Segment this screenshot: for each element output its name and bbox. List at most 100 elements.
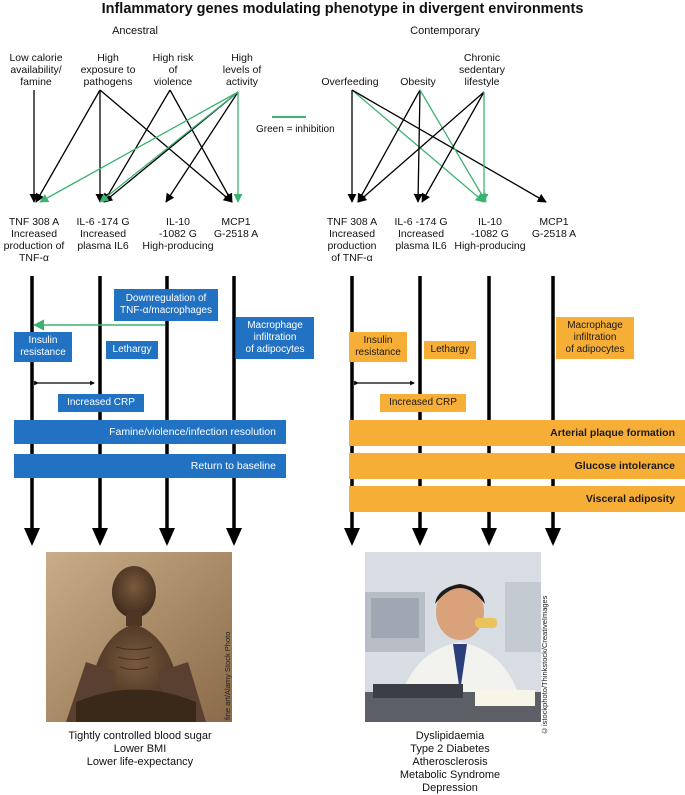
cause-line: levels of bbox=[222, 64, 262, 76]
outcome-line: Metabolic Syndrome bbox=[399, 769, 501, 781]
ancestral-heading: Ancestral bbox=[112, 25, 158, 37]
bar-arterial-plaque: Arterial plaque formation bbox=[349, 420, 685, 446]
gene-line: G-2518 A bbox=[531, 228, 577, 240]
gene-il6-ancestral: IL-6 -174 G Increased plasma IL6 bbox=[70, 216, 136, 252]
contemporary-cause-lines bbox=[347, 89, 547, 203]
gene-line: MCP1 bbox=[221, 216, 251, 228]
gene-line: TNF 308 A bbox=[8, 216, 60, 228]
gene-mcp1-contemporary: MCP1 G-2518 A bbox=[526, 216, 582, 240]
cause-line: High bbox=[231, 52, 253, 64]
gene-il10-contemporary: IL-10 -1082 G High-producing bbox=[452, 216, 528, 252]
photo-ancestral-man bbox=[46, 552, 232, 722]
cause-line: sedentary bbox=[458, 64, 506, 76]
cause-line: pathogens bbox=[83, 76, 133, 88]
photo-credit-contemporary: ©istockphoto/Thinkstock/CreativeImages bbox=[540, 595, 549, 735]
box-line: Insulin bbox=[363, 335, 393, 346]
gene-line: plasma IL6 bbox=[395, 240, 447, 252]
gene-line: MCP1 bbox=[539, 216, 569, 228]
box-line: Insulin bbox=[28, 335, 58, 346]
contemporary-down-arrowheads bbox=[344, 528, 561, 546]
gene-line: IL-10 bbox=[166, 216, 190, 228]
cause-line: lifestyle bbox=[464, 76, 500, 88]
cause-line: violence bbox=[153, 76, 193, 88]
ancestral-down-arrowheads bbox=[24, 528, 242, 546]
bar-return-baseline: Return to baseline bbox=[14, 454, 286, 478]
gene-line: plasma IL6 bbox=[77, 240, 129, 252]
box-line: Macrophage bbox=[247, 320, 303, 331]
box-line: of adipocytes bbox=[245, 344, 305, 355]
gene-line: High-producing bbox=[454, 240, 526, 252]
gene-line: Increased bbox=[397, 228, 445, 240]
bar-visceral-adiposity: Visceral adiposity bbox=[349, 486, 685, 512]
outcome-line: Lower life-expectancy bbox=[86, 756, 194, 768]
photo-ancestral-illustration bbox=[46, 552, 232, 722]
cause-line: famine bbox=[20, 76, 52, 88]
gene-line: Increased bbox=[79, 228, 127, 240]
cause-line: Overfeeding bbox=[321, 76, 379, 88]
gene-mcp1-ancestral: MCP1 G-2518 A bbox=[208, 216, 264, 240]
insulin-resistance-box-ancestral: Insulin resistance bbox=[14, 332, 72, 362]
lethargy-box-contemporary: Lethargy bbox=[424, 341, 476, 359]
contemporary-heading: Contemporary bbox=[410, 25, 480, 37]
cause-overfeeding: Overfeeding bbox=[318, 76, 382, 88]
box-line: resistance bbox=[20, 347, 66, 358]
diagram-title: Inflammatory genes modulating phenotype … bbox=[101, 1, 584, 17]
photo-credit-ancestral: fine art/Alamy Stock Photo bbox=[223, 631, 232, 720]
cause-line: of bbox=[168, 64, 178, 76]
box-line: resistance bbox=[355, 347, 401, 358]
box-line: Macrophage bbox=[567, 320, 623, 331]
photo-contemporary-illustration bbox=[365, 552, 541, 722]
cause-pathogens: High exposure to pathogens bbox=[70, 52, 146, 88]
outcome-line: Tightly controlled blood sugar bbox=[68, 730, 212, 742]
gene-il10-ancestral: IL-10 -1082 G High-producing bbox=[140, 216, 216, 252]
cause-line: Low calorie bbox=[9, 52, 63, 64]
gene-line: of TNF-α bbox=[331, 252, 373, 264]
cause-violence: High risk of violence bbox=[143, 52, 203, 88]
outcomes-contemporary: Dyslipidaemia Type 2 Diabetes Atheroscle… bbox=[360, 730, 540, 795]
gene-line: Increased bbox=[10, 228, 58, 240]
macrophage-box-contemporary: Macrophage infiltration of adipocytes bbox=[556, 317, 634, 359]
gene-line: -1082 G bbox=[471, 228, 509, 240]
gene-line: -1082 G bbox=[159, 228, 197, 240]
gene-line: IL-6 -174 G bbox=[394, 216, 448, 228]
legend-label: Green = inhibition bbox=[256, 124, 335, 135]
gene-line: TNF-α bbox=[19, 252, 49, 264]
cause-line: availability/ bbox=[10, 64, 62, 76]
gene-line: production of bbox=[3, 240, 65, 252]
cause-line: High risk bbox=[152, 52, 194, 64]
gene-line: IL-10 bbox=[478, 216, 502, 228]
cause-low-calorie: Low calorie availability/ famine bbox=[0, 52, 72, 88]
box-line: Downregulation of bbox=[125, 293, 207, 304]
gene-line: IL-6 -174 G bbox=[76, 216, 130, 228]
cause-line: High bbox=[97, 52, 119, 64]
gene-line: G-2518 A bbox=[213, 228, 259, 240]
gene-il6-contemporary: IL-6 -174 G Increased plasma IL6 bbox=[388, 216, 454, 252]
crp-box-contemporary: Increased CRP bbox=[380, 394, 466, 412]
box-line: infiltration bbox=[253, 332, 297, 343]
gene-line: production bbox=[327, 240, 377, 252]
box-line: of adipocytes bbox=[565, 344, 625, 355]
outcome-line: Dyslipidaemia bbox=[415, 730, 485, 742]
cause-obesity: Obesity bbox=[393, 76, 443, 88]
gene-line: High-producing bbox=[142, 240, 214, 252]
cause-line: exposure to bbox=[80, 64, 136, 76]
gene-tnf-contemporary: TNF 308 A Increased production of TNF-α bbox=[320, 216, 384, 264]
cause-activity: High levels of activity bbox=[212, 52, 272, 88]
cause-line: Chronic bbox=[463, 52, 501, 64]
box-line: TNF-α/macrophages bbox=[120, 305, 212, 316]
cause-line: Obesity bbox=[400, 76, 436, 88]
bar-glucose-intolerance: Glucose intolerance bbox=[349, 453, 685, 479]
outcome-line: Lower BMI bbox=[113, 743, 167, 755]
cause-line: activity bbox=[225, 76, 259, 88]
outcome-line: Atherosclerosis bbox=[412, 756, 488, 768]
gene-tnf-ancestral: TNF 308 A Increased production of TNF-α bbox=[0, 216, 68, 264]
photo-contemporary-man bbox=[365, 552, 541, 722]
cause-sedentary: Chronic sedentary lifestyle bbox=[450, 52, 514, 88]
gene-line: Increased bbox=[328, 228, 376, 240]
gene-line: TNF 308 A bbox=[326, 216, 378, 228]
insulin-resistance-box-contemporary: Insulin resistance bbox=[349, 332, 407, 362]
box-line: infiltration bbox=[573, 332, 617, 343]
outcome-line: Type 2 Diabetes bbox=[410, 743, 490, 755]
lethargy-box-ancestral: Lethargy bbox=[106, 341, 158, 359]
ancestral-cause-lines bbox=[29, 89, 243, 203]
